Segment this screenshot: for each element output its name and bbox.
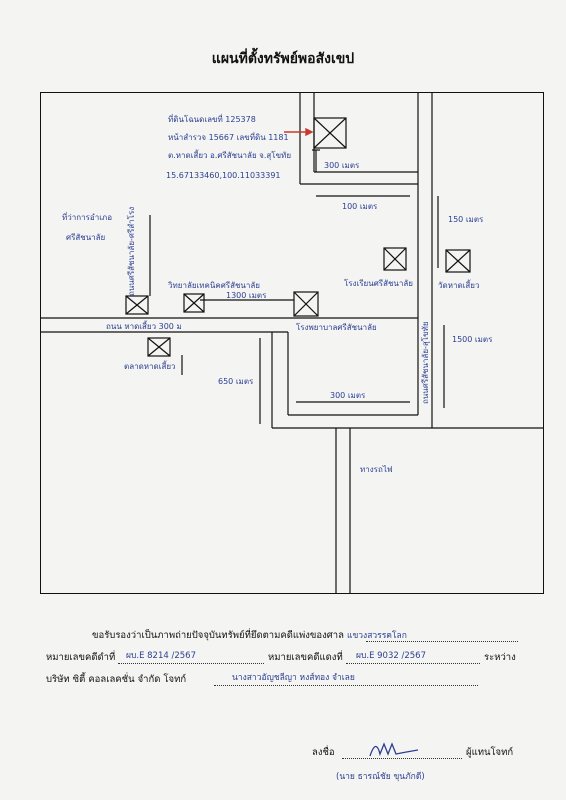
defendant-name: นางสาวอัญชลีญา หงส์ทอง จำเลย	[232, 673, 355, 683]
black-case-prefix: หมายเลขคดีดำที่	[46, 652, 116, 663]
property-line-1: ที่ดินโฉนดเลขที่ 125378	[168, 113, 256, 124]
signature-mark	[369, 742, 419, 757]
plaintiff-company: บริษัท ซิตี้ คอลเลคชั่น จำกัด โจทก์	[46, 674, 187, 685]
district-office-label-2: ศรีสัชนาลัย	[66, 233, 105, 242]
dist-300-bottom: 300 เมตร	[330, 391, 366, 400]
property-line-3: ต.หาดเสี้ยว อ.ศรีสัชนาลัย จ.สุโขทัย	[168, 149, 291, 160]
sign-prefix: ลงชื่อ	[312, 747, 335, 758]
college-marker	[183, 293, 205, 313]
dist-1500: 1500 เมตร	[452, 335, 493, 344]
market-marker	[147, 337, 171, 357]
black-case-number: ผบ.E 8214 /2567	[126, 651, 196, 661]
main-road-label: ถนน หาดเสี้ยว 300 ม	[106, 320, 182, 331]
temple-marker	[445, 249, 471, 273]
vertical-road-label: ถนนศรีสัชนาลัย-ศรีสำโรง	[126, 207, 136, 296]
court-name: แขวงสวรรคโลก	[346, 631, 407, 641]
hospital-label: โรงพยาบาลศรีสัชนาลัย	[296, 322, 377, 332]
district-office-marker	[125, 295, 149, 315]
arrow-icon	[284, 127, 314, 137]
page-title: แผนที่ตั้งทรัพย์พอสังเขป	[211, 51, 355, 67]
school-label: โรงเรียนศรีสัชนาลัย	[344, 278, 413, 288]
between-label: ระหว่าง	[484, 652, 516, 663]
district-office-label: ที่ว่าการอำเภอ	[62, 211, 112, 222]
school-marker	[383, 247, 407, 271]
cert-line-1: ขอรับรองว่าเป็นภาพถ่ายปัจจุบันทรัพย์ที่ย…	[92, 630, 407, 641]
dist-100: 100 เมตร	[342, 202, 378, 211]
dist-650: 650 เมตร	[218, 377, 254, 386]
map-frame	[40, 92, 544, 594]
college-label: วิทยาลัยเทคนิคศรีสัชนาลัย	[167, 281, 259, 290]
sign-suffix: ผู้แทนโจทก์	[466, 747, 514, 758]
red-case-prefix: หมายเลขคดีแดงที่	[268, 652, 343, 663]
railway-label: ทางรถไฟ	[360, 465, 393, 474]
red-case-number: ผบ.E 9032 /2567	[356, 651, 426, 661]
right-road-label: ถนนศรีสัชนาลัย-สุโขทัย	[420, 321, 430, 404]
dist-300-top: 300 เมตร	[324, 161, 360, 170]
dist-1300: 1300 เมตร	[226, 291, 267, 300]
property-line-2: หน้าสำรวจ 15667 เลขที่ดิน 1181	[168, 131, 289, 142]
dist-150: 150 เมตร	[448, 215, 484, 224]
temple-label: วัดหาดเสี้ยว	[438, 279, 479, 290]
target-property-marker	[313, 117, 347, 149]
signer-name: (นาย ธารณ์ชัย ขุนภักดี)	[336, 772, 425, 782]
market-label: ตลาดหาดเสี้ยว	[124, 360, 176, 371]
property-coords: 15.67133460,100.11033391	[166, 171, 281, 180]
hospital-marker	[293, 291, 319, 317]
